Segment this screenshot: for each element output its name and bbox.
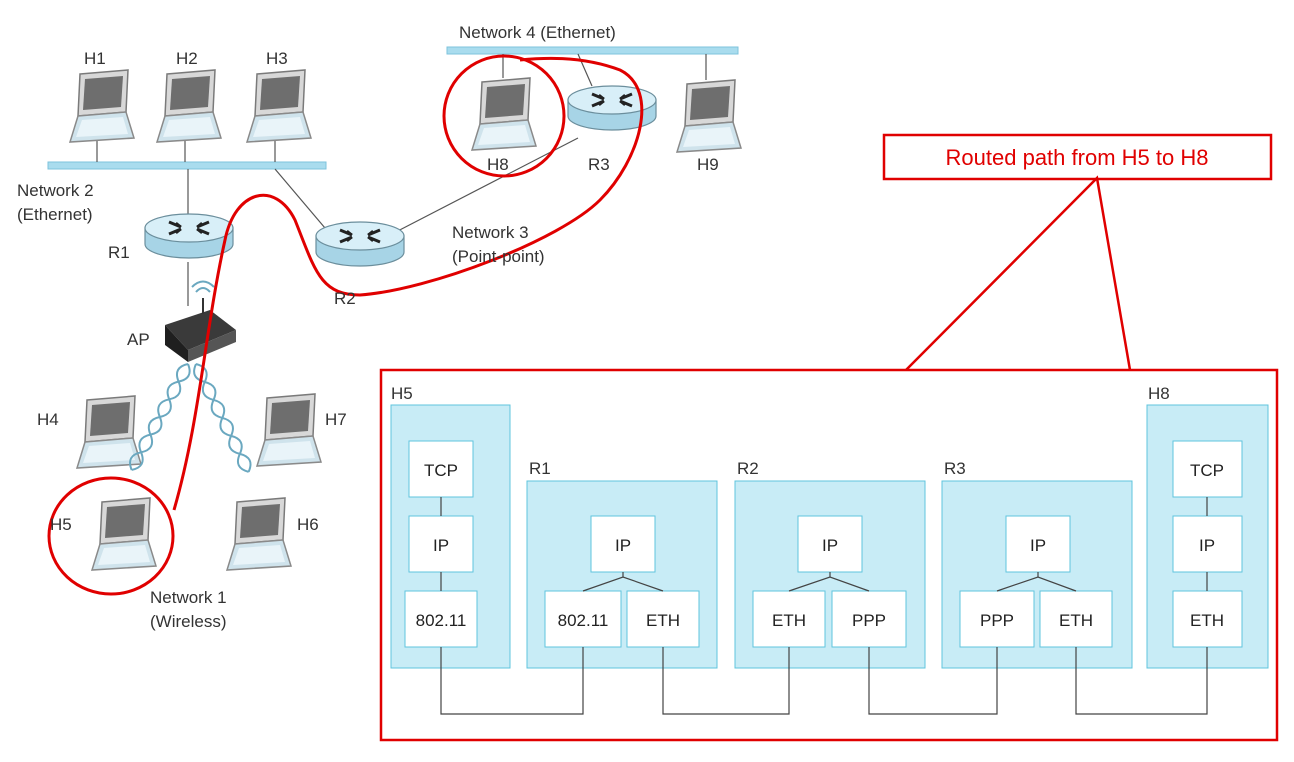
host-h8-icon [471,77,537,151]
router-r3-label: R3 [588,155,610,174]
routed-path-highlight [47,54,644,596]
network3-label-line1: Network 3 [452,223,529,242]
stack-r2-link-a: ETH [772,611,806,630]
host-h2-label: H2 [176,49,198,68]
callout-box [882,133,1273,181]
host-h7-icon [256,393,322,467]
access-point-label: AP [127,330,150,349]
network2-label-line2: (Ethernet) [17,205,93,224]
host-h9-icon [676,79,742,153]
stack-h5: H5 TCP IP 802.11 [390,384,511,669]
stack-h8-title: H8 [1148,384,1170,403]
stack-r1-title: R1 [529,459,551,478]
host-h5-icon [91,497,157,571]
stack-r1: R1 IP 802.11 ETH [526,459,718,669]
stack-r2-ip: IP [822,536,838,555]
stack-h8: H8 TCP IP ETH [1146,384,1269,669]
stack-r3-link-a: PPP [980,611,1014,630]
host-h3-label: H3 [266,49,288,68]
access-point-icon [165,280,236,362]
network4-label: Network 4 (Ethernet) [459,23,616,42]
stack-r3-link-b: ETH [1059,611,1093,630]
stack-h8-tcp: TCP [1190,461,1224,480]
stack-r1-link-a: 802.11 [558,611,609,630]
host-h1-label: H1 [84,49,106,68]
router-r2-label: R2 [334,289,356,308]
router-r1-icon [143,212,235,260]
stack-connectors [440,497,1208,715]
wireless-links [125,360,255,476]
stack-h5-tcp: TCP [424,461,458,480]
stack-r3: R3 IP PPP ETH [941,459,1133,669]
host-h9-label: H9 [697,155,719,174]
host-h4-label: H4 [37,410,59,429]
network2-label-line1: Network 2 [17,181,94,200]
stack-h8-ip: IP [1199,536,1215,555]
stack-h8-link: ETH [1190,611,1224,630]
callout-pointer [905,175,1132,371]
stack-r1-link-b: ETH [646,611,680,630]
stack-r2-title: R2 [737,459,759,478]
host-h8-label: H8 [487,155,509,174]
network-links [96,53,707,306]
stack-r1-ip: IP [615,536,631,555]
stack-r3-ip: IP [1030,536,1046,555]
stack-r2: R2 IP ETH PPP [734,459,926,669]
network3-label-line2: (Point-point) [452,247,545,266]
stack-h5-link: 802.11 [416,611,467,630]
network2-bar [47,161,327,170]
stack-h5-title: H5 [391,384,413,403]
host-h1-icon [69,69,135,143]
stack-r2-link-b: PPP [852,611,886,630]
host-h7-label: H7 [325,410,347,429]
network1-label-line2: (Wireless) [150,612,227,631]
host-h2-icon [156,69,222,143]
network4-bar [446,46,739,55]
stack-h5-ip: IP [433,536,449,555]
host-h3-icon [246,69,312,143]
callout-text: Routed path from H5 to H8 [946,145,1209,170]
host-h6-icon [226,497,292,571]
host-h6-label: H6 [297,515,319,534]
router-r2-icon [314,220,406,268]
network1-label-line1: Network 1 [150,588,227,607]
host-h5-label: H5 [50,515,72,534]
stack-r3-title: R3 [944,459,966,478]
router-r1-label: R1 [108,243,130,262]
